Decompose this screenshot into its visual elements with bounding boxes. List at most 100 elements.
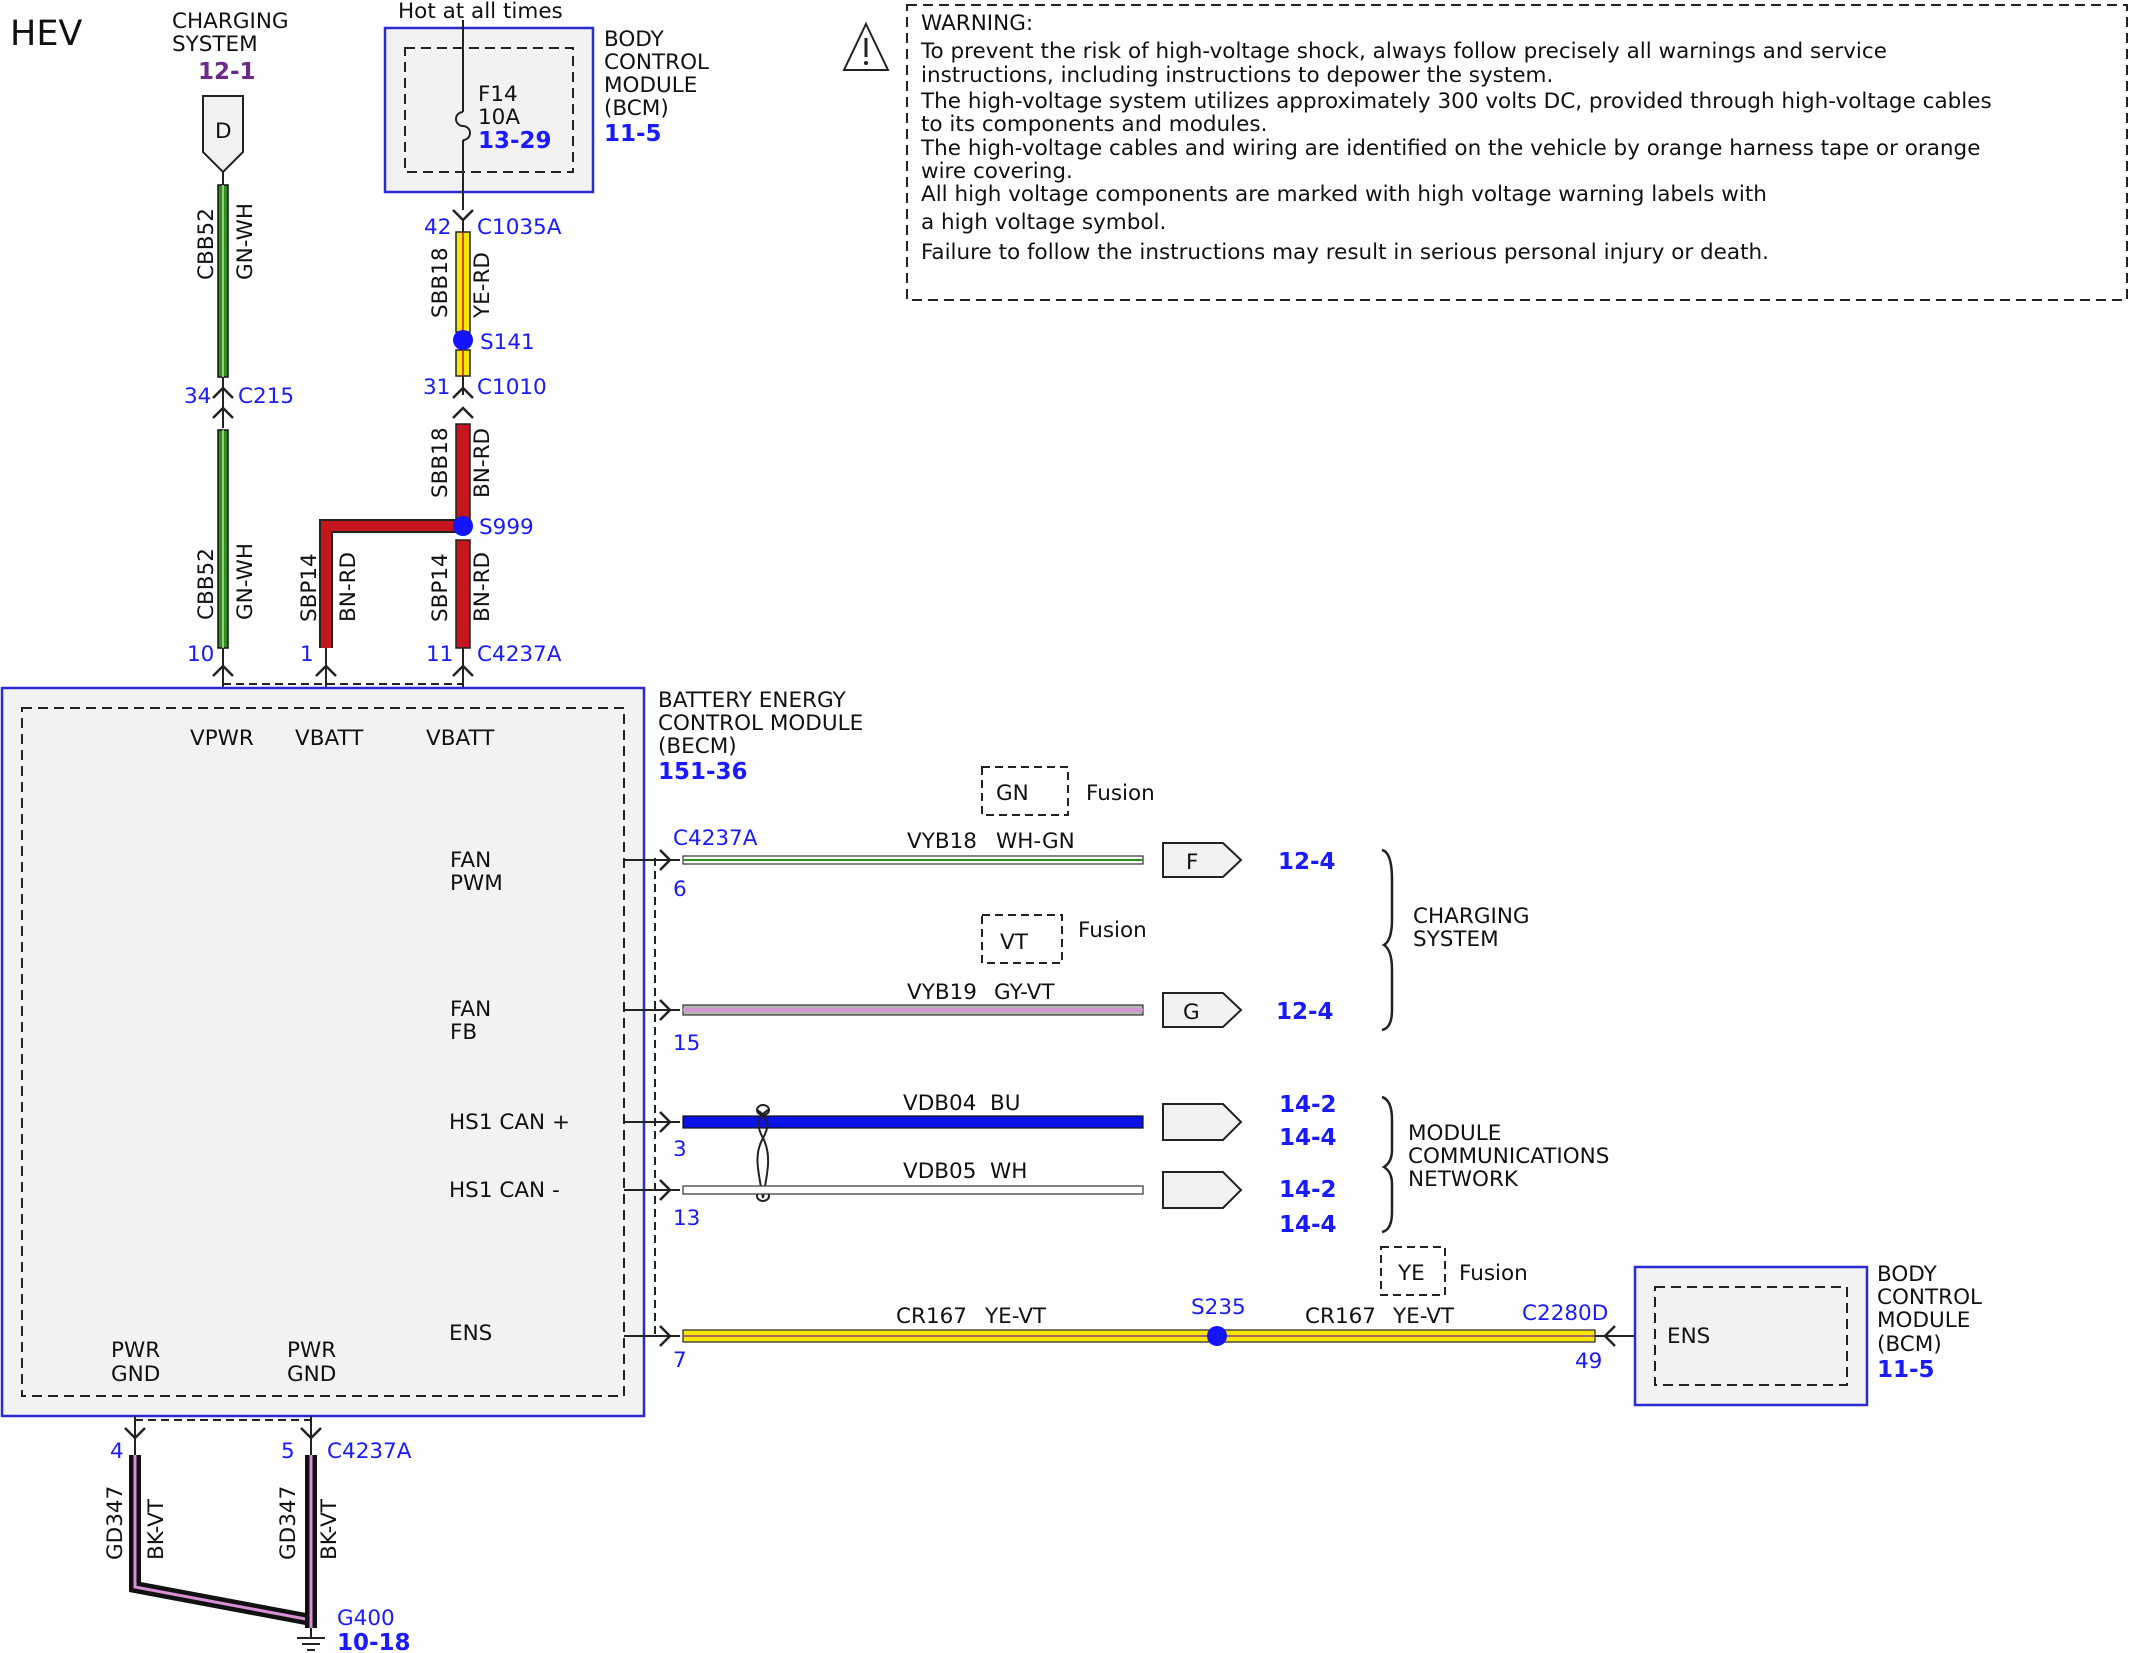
fan-pwm-ref: 12-4	[1278, 849, 1336, 875]
becm-title-3: (BECM)	[658, 734, 737, 759]
mcn-3: NETWORK	[1408, 1167, 1519, 1192]
ground-ref: 10-18	[337, 1630, 411, 1653]
fusion-gn-label: Fusion	[1086, 781, 1155, 806]
charging-system-right-1: CHARGING	[1413, 904, 1530, 929]
bcm-bottom-module[interactable]	[1633, 1265, 1869, 1407]
wire-vdb04[interactable]	[624, 1103, 1243, 1141]
fusion-vt-box	[981, 914, 1063, 964]
c4237a-right-label: C4237A	[673, 826, 758, 851]
can-plus-ref-1: 14-2	[1279, 1092, 1337, 1118]
splice-s235[interactable]	[1207, 1326, 1227, 1346]
warning-line: The high-voltage cables and wiring are i…	[920, 136, 1980, 161]
gd347-1-circuit: GD347	[103, 1486, 128, 1560]
becm-fan-pwm-2: PWM	[450, 871, 503, 896]
wire-vyb19[interactable]	[624, 992, 1243, 1028]
gd347-2-color: BK-VT	[317, 1498, 342, 1560]
wire-sbp14-branch[interactable]	[319, 519, 463, 648]
wire-gd347[interactable]	[129, 1455, 317, 1628]
can-minus-ref-2: 14-4	[1279, 1212, 1337, 1238]
fuse-f14[interactable]	[455, 20, 471, 210]
ens-circuit-2: CR167	[1305, 1304, 1376, 1329]
connector-c1010[interactable]	[452, 386, 474, 419]
c1010-pin: 31	[423, 375, 450, 400]
twisted-pair-icon	[756, 1109, 770, 1199]
wire-cbb52-top[interactable]	[217, 172, 229, 380]
ground-symbol-icon[interactable]	[297, 1628, 325, 1651]
wire2-circuit: SBB18	[428, 427, 453, 498]
wire3-circuit: SBP14	[297, 553, 322, 622]
mcn-2: COMMUNICATIONS	[1408, 1144, 1609, 1169]
charging-system-brace	[1381, 848, 1394, 1032]
c4237a-top: C4237A	[477, 642, 562, 667]
bcm-top-module[interactable]	[383, 26, 595, 194]
becm-title-1: BATTERY ENERGY	[658, 688, 847, 713]
c215-pin: 34	[184, 384, 211, 409]
warning-line: All high voltage components are marked w…	[921, 182, 1767, 207]
can-plus-ref-2: 14-4	[1279, 1125, 1337, 1151]
pin-vpwr: 10	[187, 642, 214, 667]
wire-sbb18-ye-rd[interactable]	[455, 220, 471, 395]
fuse-ref: 13-29	[478, 128, 552, 154]
connector-c1035a[interactable]	[452, 209, 474, 222]
mcn-1: MODULE	[1408, 1121, 1501, 1146]
connector-c215[interactable]	[212, 380, 234, 428]
ens-circuit-1: CR167	[896, 1304, 967, 1329]
c2280d-pin: 49	[1575, 1349, 1602, 1374]
c1035a-name: C1035A	[477, 215, 562, 240]
splice-s141[interactable]	[453, 330, 473, 350]
warning-line: The high-voltage system utilizes approxi…	[920, 89, 1992, 114]
fan-fb-pin: 15	[673, 1031, 700, 1056]
warning-line: WARNING:	[921, 11, 1033, 36]
ground-connector[interactable]	[124, 1416, 322, 1455]
becm-pwr-gnd-2-a: PWR	[287, 1338, 336, 1363]
wire-cbb52-bottom[interactable]	[217, 429, 229, 649]
bcm-bottom-title-3: MODULE	[1877, 1308, 1970, 1333]
becm-vbatt-1: VBATT	[295, 726, 364, 751]
bcm-top-title-2: CONTROL	[604, 50, 709, 75]
charging-system-right-2: SYSTEM	[1413, 927, 1499, 952]
bcm-top-title-1: BODY	[604, 27, 665, 52]
fan-fb-circuit: VYB19	[907, 980, 977, 1005]
becm-pwr-gnd-1-a: PWR	[111, 1338, 160, 1363]
connector-d[interactable]: D	[202, 95, 244, 174]
becm-vbatt-2: VBATT	[426, 726, 495, 751]
fusion-gn-box	[981, 766, 1069, 816]
fusion-ye-box	[1380, 1246, 1446, 1296]
wire-sbp14-main[interactable]	[455, 539, 471, 649]
wire-vdb05[interactable]	[624, 1171, 1243, 1209]
splice-s999[interactable]	[453, 516, 473, 536]
ens-pin: 7	[673, 1348, 687, 1373]
can-minus-color: WH	[990, 1159, 1027, 1184]
fusion-ye-label: Fusion	[1459, 1261, 1528, 1286]
wire-sbb18-bn-rd[interactable]	[455, 423, 471, 525]
can-minus-ref-1: 14-2	[1279, 1177, 1337, 1203]
bcm-bottom-title-1: BODY	[1877, 1262, 1938, 1287]
pin-vbatt-1: 1	[300, 642, 314, 667]
charging-system-reference[interactable]: CHARGING SYSTEM 12-1	[172, 9, 289, 85]
becm-ref: 151-36	[658, 759, 748, 785]
ground-connector-label: C4237A	[327, 1439, 412, 1464]
becm-pwr-gnd-2-b: GND	[287, 1362, 336, 1387]
wire-cr167[interactable]	[624, 1325, 1650, 1347]
fan-fb-ref: 12-4	[1276, 999, 1334, 1025]
wire-vyb18[interactable]	[624, 842, 1243, 878]
pin-vbatt-2: 11	[426, 642, 453, 667]
bcm-top-ref: 11-5	[604, 121, 662, 147]
wire-cbb52-top-color: GN-WH	[233, 203, 258, 280]
becm-ens: ENS	[449, 1321, 492, 1346]
can-plus-circuit: VDB04	[903, 1091, 976, 1116]
wire1-color: YE-RD	[470, 252, 495, 319]
charging-system-title-2: SYSTEM	[172, 32, 258, 57]
bcm-bottom-title-2: CONTROL	[1877, 1285, 1982, 1310]
becm-module[interactable]	[0, 686, 646, 1418]
wire-cbb52-top-circuit: CBB52	[194, 208, 219, 280]
fusion-vt: VT	[1000, 930, 1029, 955]
warning-line: Failure to follow the instructions may r…	[921, 240, 1769, 265]
becm-fan-fb-1: FAN	[450, 997, 491, 1022]
warning-triangle-icon	[842, 21, 890, 71]
warning-line: instructions, including instructions to …	[921, 63, 1553, 88]
bcm-top-title-3: MODULE	[604, 73, 697, 98]
charging-system-title: CHARGING	[172, 9, 289, 34]
warning-text: WARNING:To prevent the risk of high-volt…	[920, 11, 1992, 265]
